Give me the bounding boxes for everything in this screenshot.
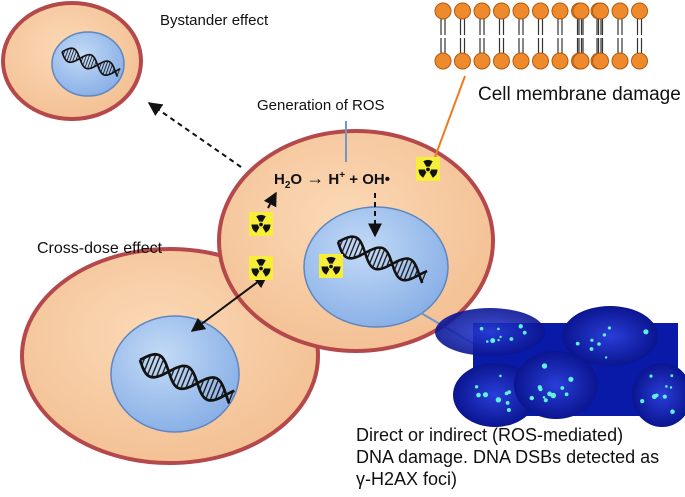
lipid-head xyxy=(494,53,510,69)
lipid-head xyxy=(474,3,490,19)
membrane-callout-line xyxy=(435,76,465,157)
water-h: H xyxy=(274,171,285,188)
lipid-head xyxy=(612,3,628,19)
plus-sign: + xyxy=(349,171,358,188)
lipid-head xyxy=(552,3,568,19)
lipid-head xyxy=(455,53,471,69)
lipid-head xyxy=(494,3,510,19)
lipid-head xyxy=(533,3,549,19)
radiation-icon xyxy=(416,157,440,181)
lipid-bilayer-icon xyxy=(435,3,648,69)
cross-dose-label: Cross-dose effect xyxy=(37,240,162,258)
lipid-head xyxy=(573,3,589,19)
ros-equation: H2O → H+ + OH• xyxy=(274,168,390,191)
lipid-head xyxy=(573,53,589,69)
membrane-damage-label: Cell membrane damage xyxy=(478,84,681,106)
lipid-head xyxy=(632,53,648,69)
lipid-head xyxy=(435,3,451,19)
gamma-h2ax-foci-image xyxy=(435,306,685,427)
water-o: O xyxy=(290,171,302,188)
dna-damage-label: Direct or indirect (ROS-mediated) DNA da… xyxy=(356,425,659,491)
bystander-nucleus xyxy=(52,32,124,96)
proton-h: H xyxy=(328,171,339,188)
lipid-head xyxy=(632,3,648,19)
lipid-head xyxy=(474,53,490,69)
radiation-icon xyxy=(249,256,273,280)
bystander-arrow xyxy=(149,103,241,167)
cross-dose-nucleus xyxy=(111,316,239,432)
radiation-icon xyxy=(319,254,343,278)
lipid-head xyxy=(435,53,451,69)
lipid-head xyxy=(552,53,568,69)
proton-superscript: + xyxy=(339,170,345,181)
hydroxyl-radical: OH• xyxy=(362,171,390,188)
lipid-head xyxy=(612,53,628,69)
bystander-label: Bystander effect xyxy=(160,12,268,29)
reaction-arrow: → xyxy=(306,168,324,188)
radiation-icon xyxy=(249,212,273,236)
lipid-head xyxy=(533,53,549,69)
lipid-head xyxy=(455,3,471,19)
ros-label: Generation of ROS xyxy=(257,97,385,114)
lipid-head xyxy=(513,53,529,69)
lipid-head xyxy=(513,3,529,19)
bystander-cell xyxy=(3,3,141,119)
lipid-head xyxy=(593,53,609,69)
lipid-head xyxy=(593,3,609,19)
